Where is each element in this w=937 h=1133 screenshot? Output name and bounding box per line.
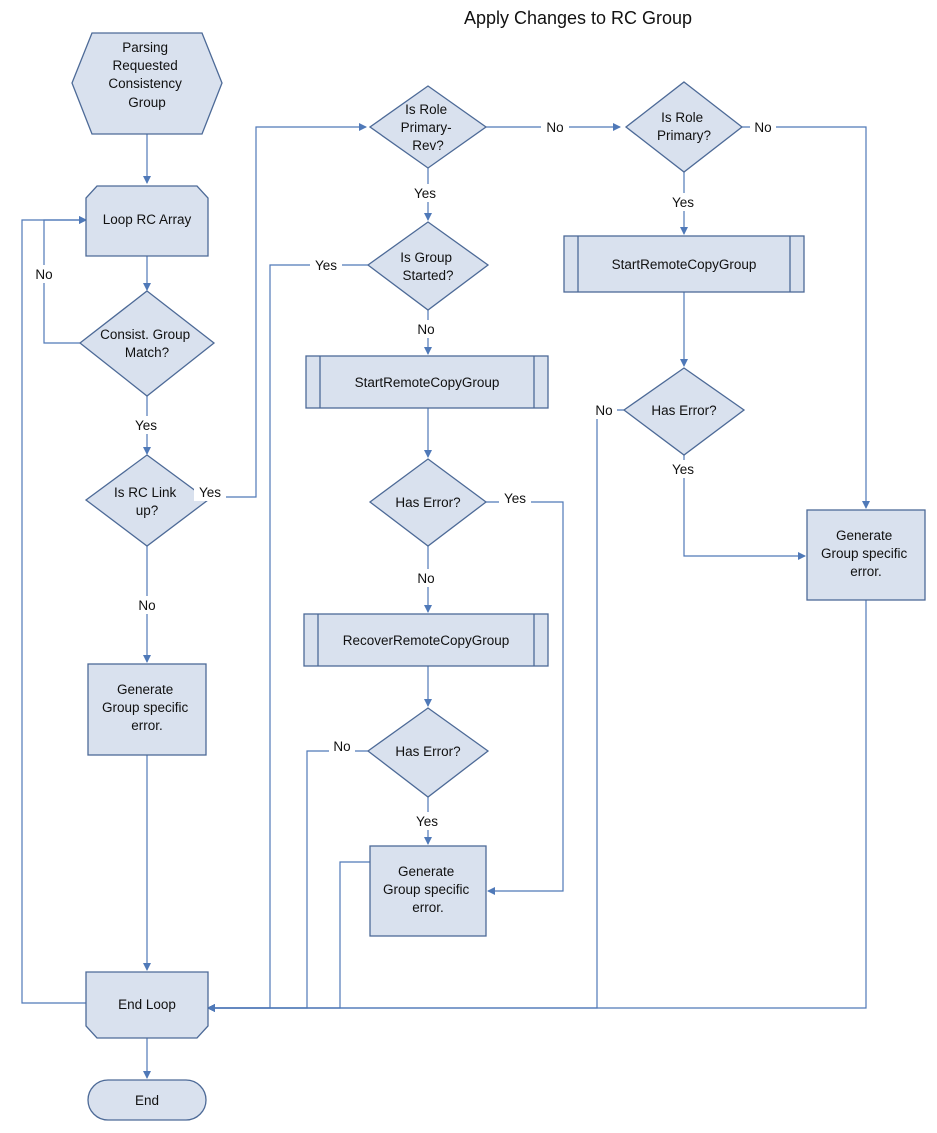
node-err-c-line-2: Group specific: [821, 546, 908, 561]
svg-text:Is Group Started?: Is Group Started?: [400, 250, 456, 283]
node-error-c: Generate Group specific error.: [806, 509, 926, 601]
node-end-label: End: [135, 1093, 159, 1108]
label-rolepri-no: No: [754, 120, 771, 135]
label-haserr1-no: No: [417, 571, 434, 586]
edge-errb-endloop: [207, 861, 370, 1012]
node-group-started-decision: Is Group Started?: [366, 221, 490, 311]
svg-text:Is Role Primary- R: Is Role Primary- Rev?: [401, 102, 456, 153]
node-has-error-1-decision: Has Error?: [368, 458, 488, 547]
node-role-primary-rev-decision: Is Role Primary- Rev?: [368, 85, 488, 169]
svg-text:Parsing Requested: Parsing Requested Consistency Group: [108, 40, 185, 110]
node-loop-end: End Loop: [85, 971, 209, 1039]
node-parsing-hexagon: Parsing Requested Consistency Group: [71, 32, 223, 135]
node-has-error-2-decision: Has Error?: [366, 707, 490, 798]
node-err-b-line-3: error.: [412, 900, 444, 915]
node-rolerev-line-1: Is Role: [405, 102, 447, 117]
edge-haserr2-no-endloop: [207, 750, 368, 1012]
node-loop-start: Loop RC Array: [85, 185, 209, 257]
node-loop-label: Loop RC Array: [103, 212, 192, 227]
node-parsing-line-2: Requested: [112, 58, 177, 73]
label-haserr2-no: No: [333, 739, 350, 754]
node-parsing-line-4: Group: [128, 95, 166, 110]
node-error-a: Generate Group specific error.: [87, 663, 207, 756]
label-rolerev-no: No: [546, 120, 563, 135]
edge-errc-endloop: [207, 600, 867, 1012]
svg-text:Generate Group specific: Generate Group specific error.: [102, 682, 192, 733]
edge-link-yes-rolerev: [208, 123, 367, 498]
node-err-a-line-3: error.: [131, 718, 163, 733]
node-start-remote-copy-b: StartRemoteCopyGroup: [563, 235, 805, 293]
svg-text:Consist. Group Match?: Consist. Group Match?: [100, 327, 194, 360]
label-started-no: No: [417, 322, 434, 337]
node-end-terminator: End: [87, 1079, 207, 1121]
svg-text:Is RC Link up?: Is RC Link up?: [114, 485, 180, 518]
node-error-b: Generate Group specific error.: [369, 845, 487, 937]
label-haserr3-no: No: [595, 403, 612, 418]
label-haserr2-yes: Yes: [416, 814, 438, 829]
node-match-line-2: Match?: [125, 345, 169, 360]
label-started-yes: Yes: [315, 258, 337, 273]
label-rolerev-yes: Yes: [414, 186, 436, 201]
node-started-line-2: Started?: [402, 268, 453, 283]
node-haserr2-label: Has Error?: [395, 744, 460, 759]
node-has-error-3-decision: Has Error?: [622, 367, 746, 456]
edge-labels: No Yes Yes No No Yes Yes No Yes No No Ye…: [33, 118, 776, 830]
node-started-line-1: Is Group: [400, 250, 452, 265]
node-link-line-1: Is RC Link: [114, 485, 177, 500]
node-err-b-line-1: Generate: [398, 864, 454, 879]
node-rolerev-line-3: Rev?: [412, 138, 444, 153]
diagram-title: Apply Changes to RC Group: [464, 8, 692, 28]
label-haserr1-yes: Yes: [504, 491, 526, 506]
svg-text:Is Role Primary?: Is Role Primary?: [657, 110, 711, 143]
node-rolepri-line-1: Is Role: [661, 110, 703, 125]
node-recover-remote-copy: RecoverRemoteCopyGroup: [303, 613, 549, 667]
edge-haserr1-yes-errb: [486, 501, 564, 895]
node-group-match-decision: Consist. Group Match?: [78, 290, 216, 397]
edge-endloop-loop: [21, 216, 87, 1004]
node-parsing-line-3: Consistency: [108, 76, 182, 91]
node-link-line-2: up?: [136, 503, 159, 518]
node-err-a-line-1: Generate: [117, 682, 173, 697]
node-haserr1-label: Has Error?: [395, 495, 460, 510]
node-match-line-1: Consist. Group: [100, 327, 190, 342]
label-rolepri-yes: Yes: [672, 195, 694, 210]
node-err-c-line-1: Generate: [836, 528, 892, 543]
node-role-primary-decision: Is Role Primary?: [624, 81, 744, 173]
node-err-b-line-2: Group specific: [383, 882, 470, 897]
label-haserr3-yes: Yes: [672, 462, 694, 477]
node-err-c-line-3: error.: [850, 564, 882, 579]
edge-rolepri-no-errc: [742, 126, 870, 509]
node-start-remote-copy-a: StartRemoteCopyGroup: [305, 355, 549, 409]
label-link-yes: Yes: [199, 485, 221, 500]
edge-haserr3-yes-errc: [683, 455, 806, 560]
label-match-yes: Yes: [135, 418, 157, 433]
node-endloop-label: End Loop: [118, 997, 176, 1012]
svg-text:Generate Group specific: Generate Group specific error.: [383, 864, 473, 915]
node-rolepri-line-2: Primary?: [657, 128, 711, 143]
node-haserr3-label: Has Error?: [651, 403, 716, 418]
label-link-no: No: [138, 598, 155, 613]
node-link-up-decision: Is RC Link up?: [84, 454, 210, 547]
svg-text:Generate Group specific: Generate Group specific error.: [821, 528, 911, 579]
node-parsing-line-1: Parsing: [122, 40, 168, 55]
node-err-a-line-2: Group specific: [102, 700, 189, 715]
node-recover-label: RecoverRemoteCopyGroup: [343, 633, 510, 648]
node-start-a-label: StartRemoteCopyGroup: [355, 375, 500, 390]
node-rolerev-line-2: Primary-: [401, 120, 452, 135]
node-start-b-label: StartRemoteCopyGroup: [612, 257, 757, 272]
label-match-no: No: [35, 267, 52, 282]
